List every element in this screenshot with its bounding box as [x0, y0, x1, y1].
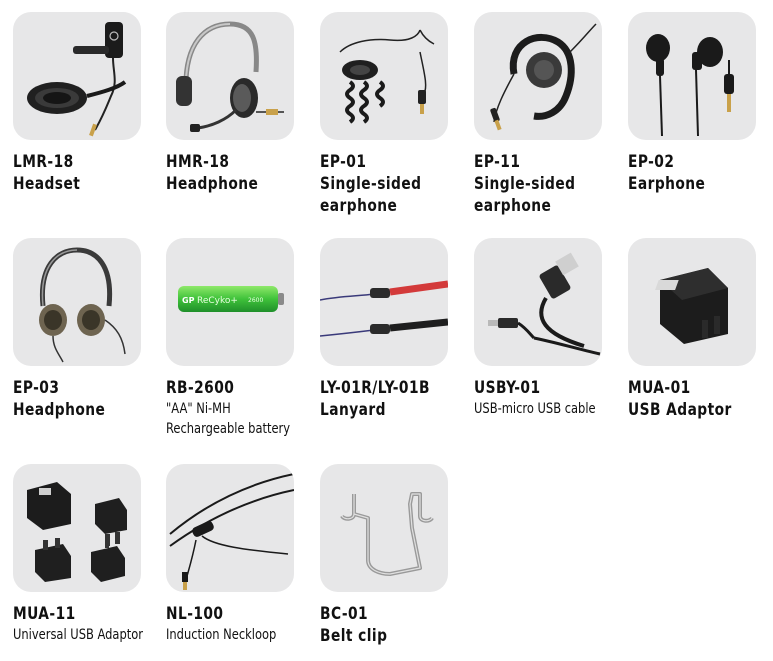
- product-code: EP-01: [320, 152, 367, 172]
- product-rb-2600: GP ReCyko+ 2600 RB-2600 "AA" Ni-MH Recha…: [166, 238, 307, 439]
- usb-cable-icon: [474, 238, 602, 366]
- product-code: MUA-01: [628, 378, 691, 398]
- product-code: MUA-11: [13, 604, 76, 624]
- product-description: Universal USB Adaptor: [13, 627, 143, 643]
- product-nl-100: NL-100 Induction Neckloop: [166, 464, 294, 645]
- product-mua-01: MUA-01 USB Adaptor: [628, 238, 756, 421]
- product-lmr-18: LMR-18 Headset: [13, 12, 141, 195]
- earbuds-icon: [628, 12, 756, 140]
- headset-icon: [13, 12, 141, 140]
- product-usby-01: USBY-01 USB-micro USB cable: [474, 238, 612, 419]
- product-bc-01: BC-01 Belt clip: [320, 464, 448, 647]
- product-code: EP-11: [474, 152, 521, 172]
- battery-icon: GP ReCyko+ 2600: [166, 238, 294, 366]
- product-ep-03: EP-03 Headphone: [13, 238, 141, 421]
- product-code: NL-100: [166, 604, 224, 624]
- lanyard-icon: [320, 238, 448, 366]
- usb-adaptor-icon: [628, 238, 756, 366]
- product-ep-02: EP-02 Earphone: [628, 12, 756, 195]
- product-description: Headphone: [166, 174, 259, 194]
- product-description: Earphone: [628, 174, 706, 194]
- product-code: LY-01R/LY-01B: [320, 378, 430, 398]
- battery-brand: GP: [182, 296, 195, 305]
- universal-adaptor-icon: [13, 464, 141, 592]
- headphone-mic-icon: [166, 12, 294, 140]
- product-description: Headset: [13, 174, 81, 194]
- product-mua-11: MUA-11 Universal USB Adaptor: [13, 464, 161, 645]
- product-description: Induction Neckloop: [166, 627, 277, 643]
- neckloop-icon: [166, 464, 294, 592]
- product-code: HMR-18: [166, 152, 230, 172]
- product-ep-01: EP-01 Single-sided earphone: [320, 12, 448, 217]
- headphone-icon: [13, 238, 141, 366]
- product-description: Lanyard: [320, 400, 386, 420]
- product-code: BC-01: [320, 604, 369, 624]
- product-ep-11: EP-11 Single-sided earphone: [474, 12, 602, 217]
- product-description: Single-sided earphone: [474, 174, 576, 216]
- battery-capacity: 2600: [248, 297, 263, 304]
- coiled-earphone-icon: [320, 12, 448, 140]
- product-description: Belt clip: [320, 626, 388, 646]
- ear-hook-earphone-icon: [474, 12, 602, 140]
- product-code: EP-02: [628, 152, 675, 172]
- product-code: RB-2600: [166, 378, 235, 398]
- product-description: Single-sided earphone: [320, 174, 422, 216]
- product-ly-01: LY-01R/LY-01B Lanyard: [320, 238, 448, 421]
- product-code: EP-03: [13, 378, 60, 398]
- product-hmr-18: HMR-18 Headphone: [166, 12, 294, 195]
- belt-clip-icon: [320, 464, 448, 592]
- product-description: Headphone: [13, 400, 106, 420]
- product-code: USBY-01: [474, 378, 541, 398]
- product-description: USB Adaptor: [628, 400, 732, 420]
- battery-name: ReCyko+: [197, 296, 238, 306]
- product-description: "AA" Ni-MH Rechargeable battery: [166, 401, 291, 437]
- product-description: USB-micro USB cable: [474, 401, 596, 417]
- product-code: LMR-18: [13, 152, 74, 172]
